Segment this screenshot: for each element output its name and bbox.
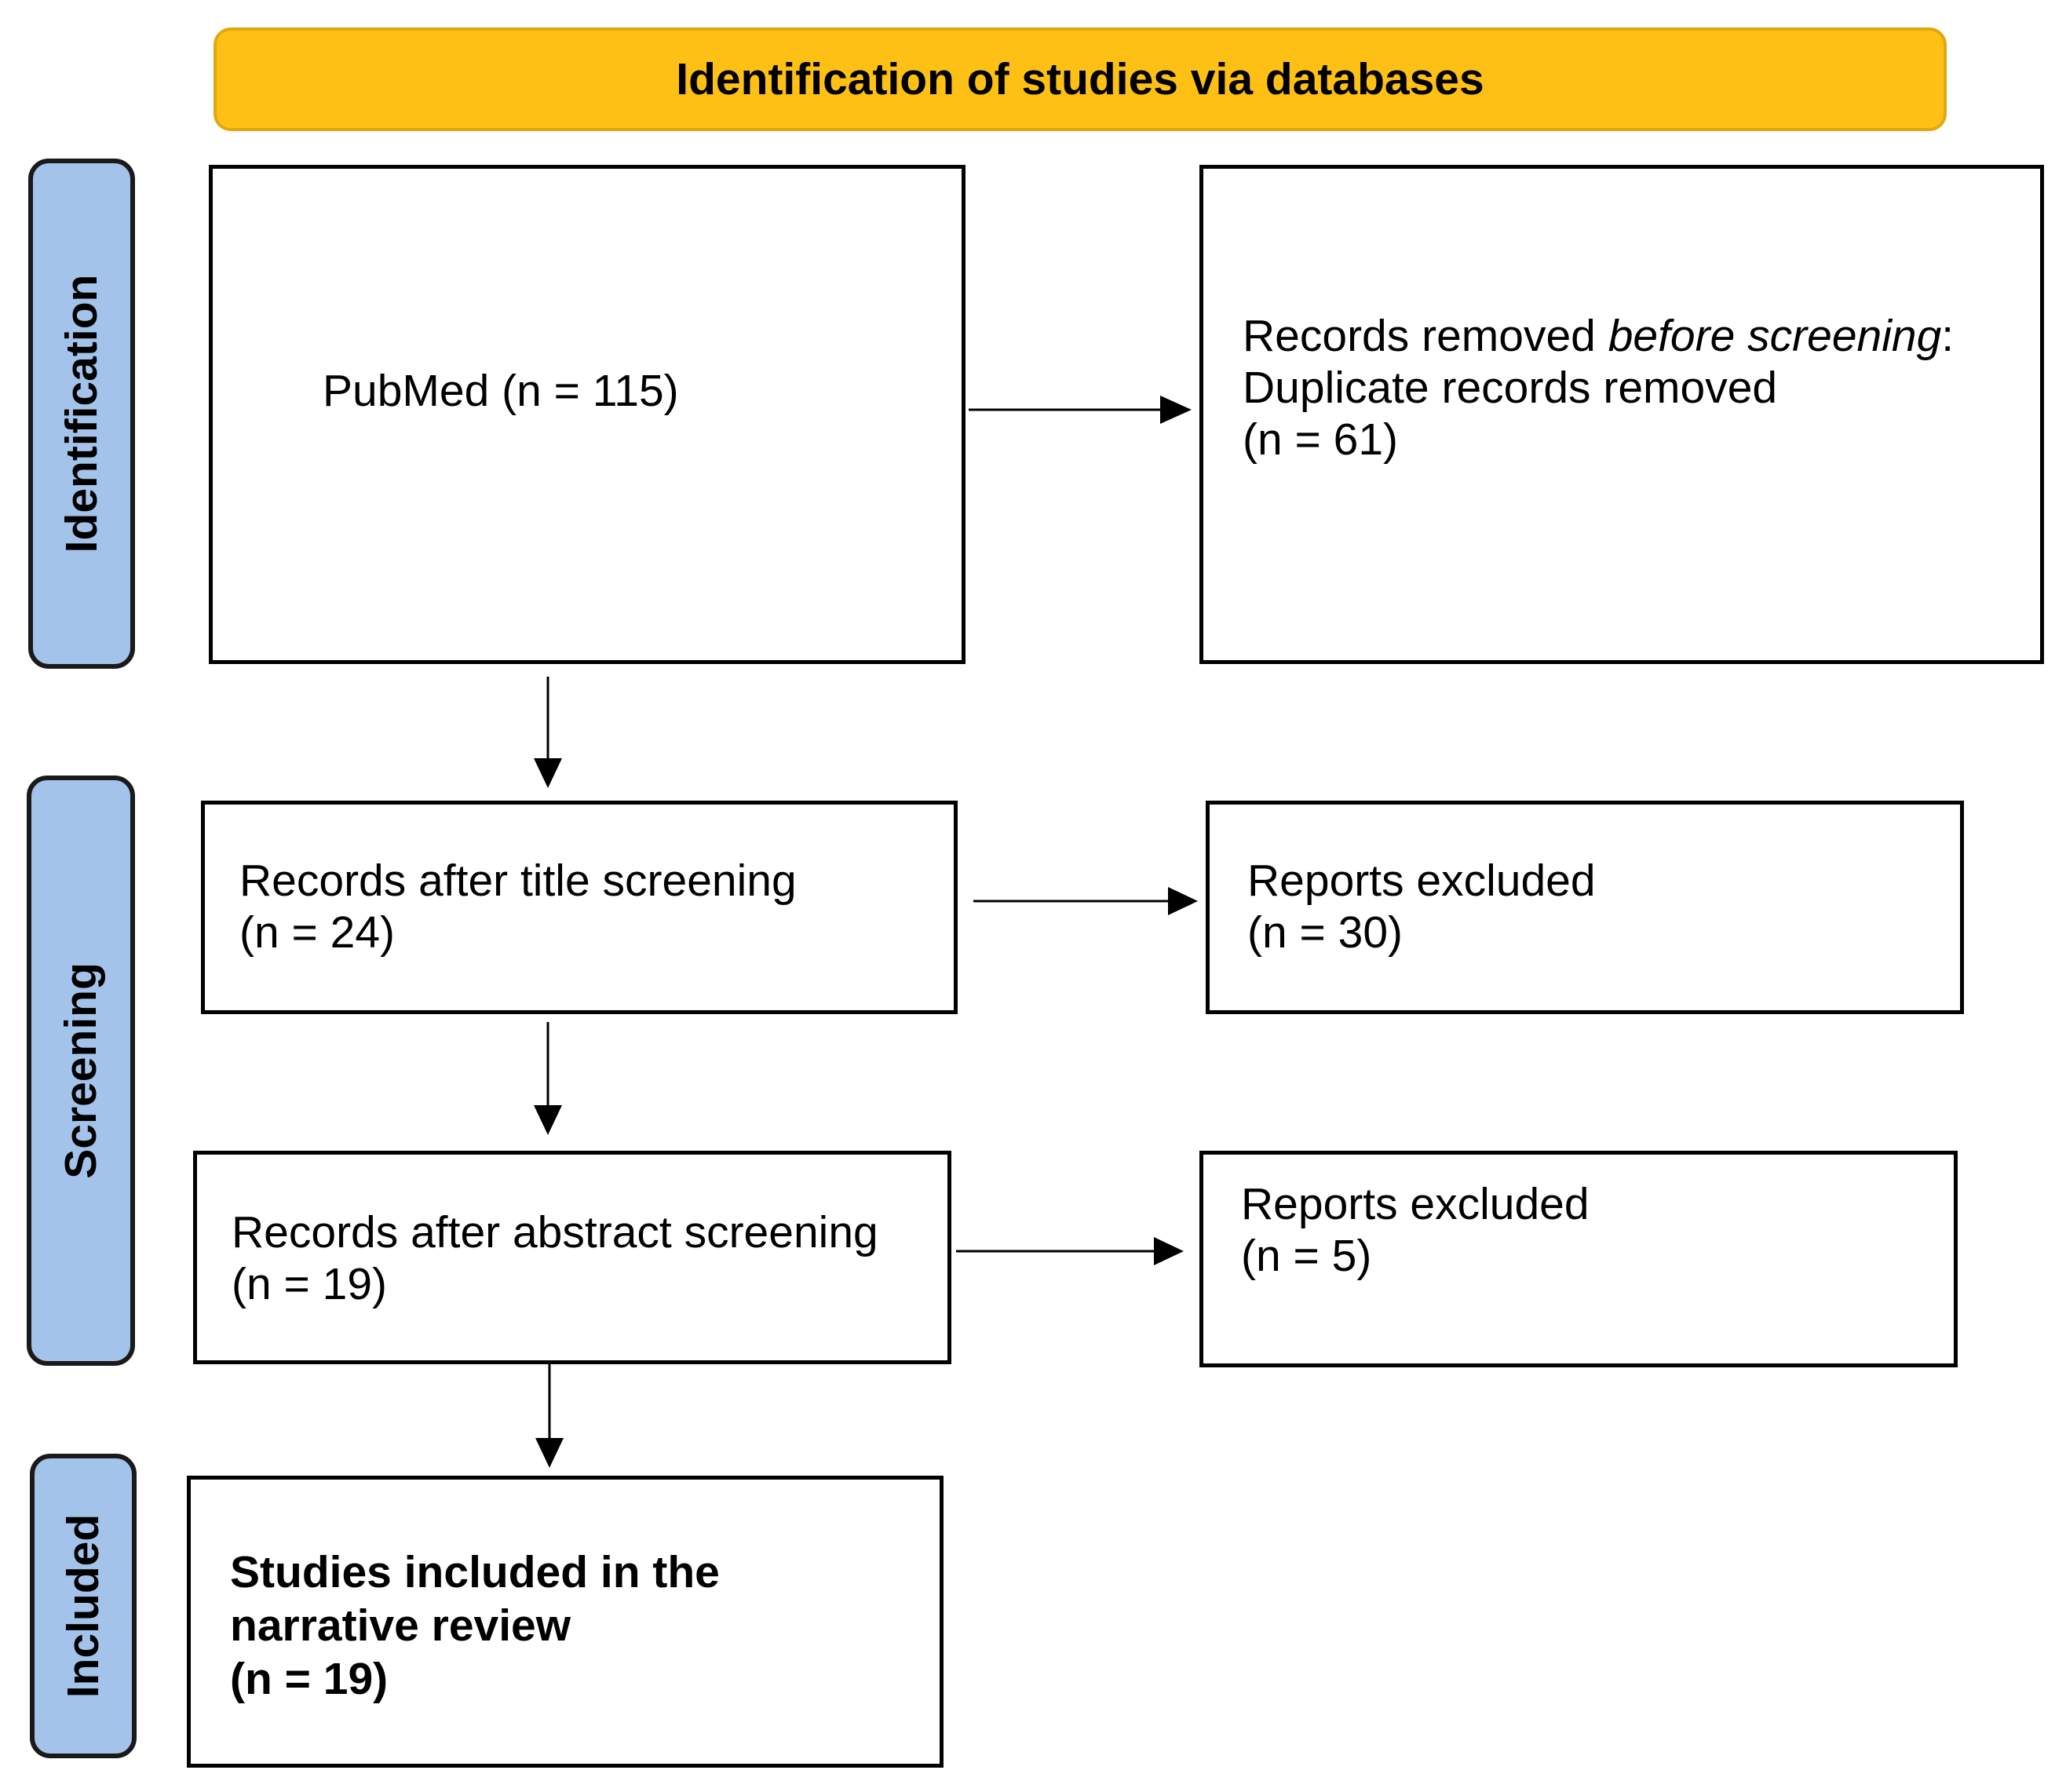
arrowhead-pubmed-to-removed <box>1160 396 1192 424</box>
included-studies-box: Studies included in the narrative review… <box>187 1476 944 1768</box>
title-excluded-count: (n = 30) <box>1247 907 1403 958</box>
abstract-screening-label: Records after abstract screening <box>232 1207 878 1257</box>
records-removed-box: Records removed before screening: Duplic… <box>1199 165 2044 664</box>
arrowhead-title-to-excluded <box>1168 887 1198 915</box>
title-screening-label: Records after title screening <box>239 856 797 906</box>
arrowhead-title-to-abstract <box>534 1105 562 1135</box>
title-screening-box: Records after title screening (n = 24) <box>201 801 958 1014</box>
stage-screening-label: Screening <box>56 962 106 1179</box>
arrowhead-abstract-to-included <box>535 1438 564 1468</box>
included-studies-line2: narrative review <box>230 1600 571 1651</box>
pubmed-count-text: PubMed (n = 115) <box>323 366 679 416</box>
records-removed-heading: Records removed before screening: <box>1243 311 1955 361</box>
arrowhead-abstract-to-excluded <box>1154 1237 1184 1265</box>
records-removed-count: (n = 61) <box>1243 414 1399 465</box>
header-banner: Identification of studies via databases <box>214 27 1947 131</box>
title-screening-count: (n = 24) <box>239 907 396 958</box>
included-studies-count: (n = 19) <box>230 1654 389 1704</box>
pubmed-records-box: PubMed (n = 115) <box>209 165 965 664</box>
abstract-excluded-label: Reports excluded <box>1241 1179 1590 1229</box>
title-excluded-box: Reports excluded (n = 30) <box>1206 801 1964 1014</box>
abstract-excluded-count: (n = 5) <box>1241 1231 1372 1281</box>
stage-identification-label: Identification <box>57 274 107 553</box>
stage-included: Included <box>30 1454 137 1758</box>
duplicate-records-text: Duplicate records removed <box>1243 363 1778 413</box>
arrowhead-pubmed-to-title <box>534 758 562 788</box>
stage-screening: Screening <box>27 776 135 1366</box>
abstract-screening-box: Records after abstract screening (n = 19… <box>193 1151 951 1364</box>
stage-included-label: Included <box>58 1513 108 1699</box>
stage-identification: Identification <box>28 159 135 669</box>
header-title: Identification of studies via databases <box>676 54 1484 104</box>
included-studies-line1: Studies included in the <box>230 1547 720 1597</box>
abstract-screening-count: (n = 19) <box>232 1259 388 1309</box>
before-screening-emphasis: before screening <box>1608 311 1942 361</box>
title-excluded-label: Reports excluded <box>1247 856 1596 906</box>
abstract-excluded-box: Reports excluded (n = 5) <box>1199 1151 1958 1367</box>
